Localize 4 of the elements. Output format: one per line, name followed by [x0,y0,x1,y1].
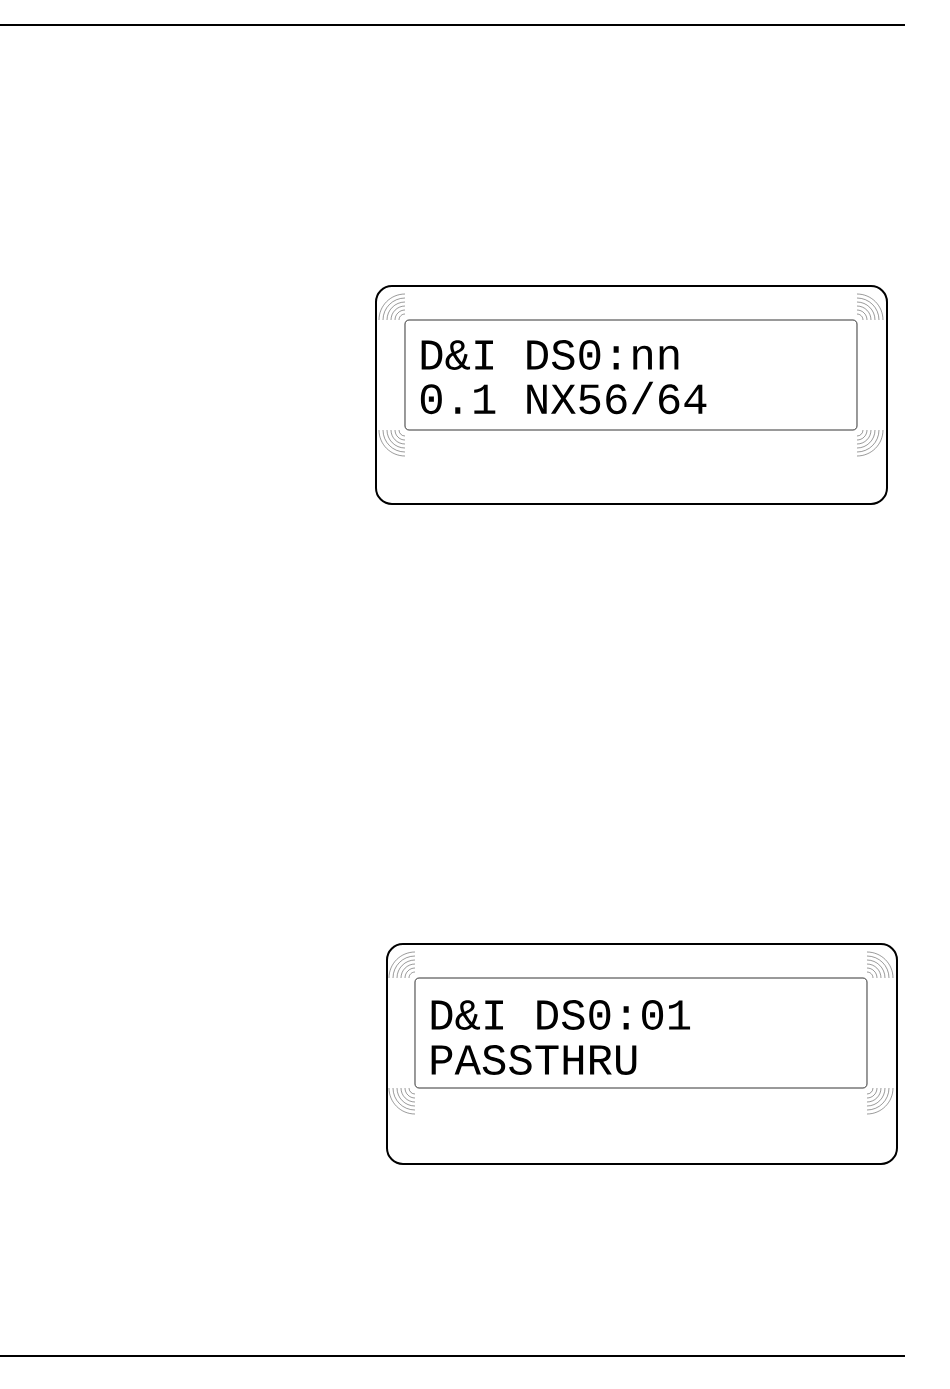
display-text: D&I DS0:nn [421,340,679,370]
display-text: D&I DS0:01 [431,1000,691,1030]
display-text: PASSTHRU [431,1045,637,1075]
display-text: 0.1 NX56/64 [420,381,707,415]
